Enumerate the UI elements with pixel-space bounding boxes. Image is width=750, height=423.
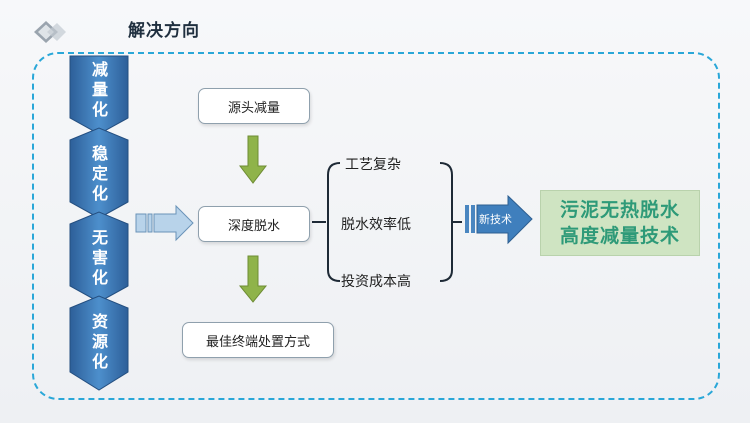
chevron-label-2: 稳定化 <box>92 144 109 203</box>
deep-dewatering-box: 深度脱水 <box>198 206 310 242</box>
final-disposal-box: 最佳终端处置方式 <box>182 322 334 358</box>
chevron-1 <box>69 55 129 135</box>
result-line-2: 高度减量技术 <box>559 225 680 247</box>
chevron-label-1: 减量化 <box>92 60 109 119</box>
blue-arrow-left <box>135 204 194 242</box>
problem-high-cost: 投资成本高 <box>341 274 411 290</box>
new-tech-label: 新技术 <box>479 213 512 226</box>
green-arrow-down-1 <box>238 135 268 184</box>
result-box: 污泥无热脱水 高度减量技术 <box>540 190 700 256</box>
problem-bracket <box>312 162 462 282</box>
green-arrow-down-2 <box>238 255 268 303</box>
problem-complex-process: 工艺复杂 <box>345 157 401 173</box>
chevron-label-3: 无害化 <box>92 228 109 287</box>
new-tech-arrow <box>465 194 533 245</box>
diamond-logo-icon <box>34 21 66 43</box>
chevron-label-4: 资源化 <box>92 312 109 371</box>
page-title: 解决方向 <box>128 21 200 41</box>
chevron-3 <box>69 211 129 303</box>
source-reduction-box: 源头减量 <box>198 88 310 124</box>
dashed-frame <box>32 52 720 400</box>
chevron-2 <box>69 127 129 219</box>
chevron-4 <box>69 295 129 391</box>
problem-low-efficiency: 脱水效率低 <box>341 217 411 233</box>
result-line-1: 污泥无热脱水 <box>559 199 680 221</box>
